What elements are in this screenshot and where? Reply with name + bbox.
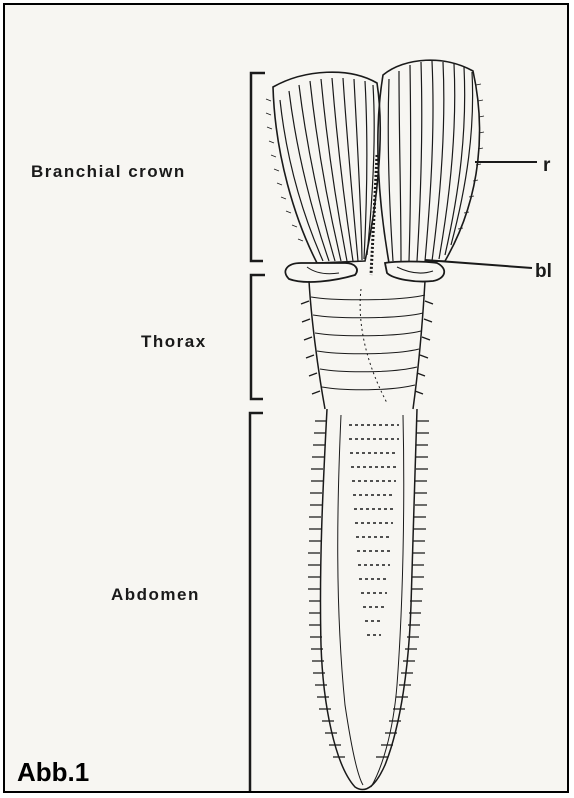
branchial-lobes [285,262,444,282]
crown-bracket [251,73,265,261]
figure-frame: Branchial crown Thorax Abdomen r bl Abb.… [3,3,569,793]
thorax-label: Thorax [141,332,207,352]
crown-central-groove [371,155,377,275]
branchial-lobe-label: bl [535,261,552,283]
abdomen-body [308,409,429,790]
thorax-body [301,281,433,409]
figure-number-label: Abb.1 [17,757,89,788]
thorax-bracket [251,275,265,399]
radiole-label: r [543,155,550,177]
worm-drawing [5,5,569,793]
crown-right-fan [378,60,484,263]
abdomen-bracket [250,413,263,793]
crown-left-fan [266,72,380,263]
branchial-crown-label: Branchial crown [31,162,186,182]
abdomen-label: Abdomen [111,585,200,605]
